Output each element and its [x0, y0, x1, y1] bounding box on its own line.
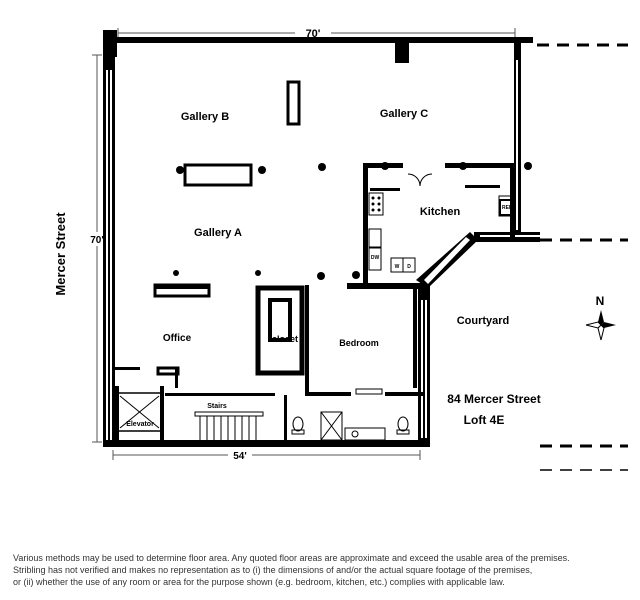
disclaimer-line: Stribling has not verified and makes no …	[13, 565, 533, 575]
property-lines	[537, 43, 628, 471]
room-closet: closet	[272, 334, 298, 344]
room-gallery-c: Gallery C	[380, 108, 428, 120]
stairs-label: Stairs	[207, 403, 227, 410]
columns	[173, 162, 532, 280]
compass-icon	[585, 310, 616, 341]
refrigerator-label: REF	[502, 205, 512, 211]
room-office: Office	[163, 333, 192, 344]
elevator-label: Elevator	[126, 421, 154, 428]
windows	[106, 60, 540, 440]
disclaimer-line: or (ii) whether the use of any room or a…	[13, 577, 505, 587]
stove-burners-icon	[371, 196, 381, 212]
disclaimer-line: Various methods may be used to determine…	[13, 553, 570, 563]
address-label: 84 Mercer Street	[447, 392, 540, 406]
interior-walls	[115, 80, 516, 440]
disclaimer: Various methods may be used to determine…	[13, 552, 633, 588]
dishwasher-label: DW	[371, 255, 380, 261]
bottom-dimension: 54'	[233, 451, 247, 462]
room-gallery-a: Gallery A	[194, 227, 242, 239]
dryer-label: D	[407, 264, 411, 270]
room-bedroom: Bedroom	[339, 338, 379, 348]
compass-north-label: N	[596, 294, 605, 308]
street-label: Mercer Street	[53, 212, 68, 296]
elevator	[115, 386, 164, 440]
room-gallery-b: Gallery B	[181, 111, 229, 123]
bathroom-fixtures	[291, 411, 410, 441]
left-dimension: 70'	[90, 235, 104, 246]
area-courtyard: Courtyard	[457, 315, 510, 327]
kitchen-appliances	[368, 173, 516, 273]
unit-label: Loft 4E	[464, 413, 505, 427]
washer-label: W	[395, 264, 400, 270]
room-kitchen: Kitchen	[420, 206, 461, 218]
stairs	[194, 411, 264, 440]
